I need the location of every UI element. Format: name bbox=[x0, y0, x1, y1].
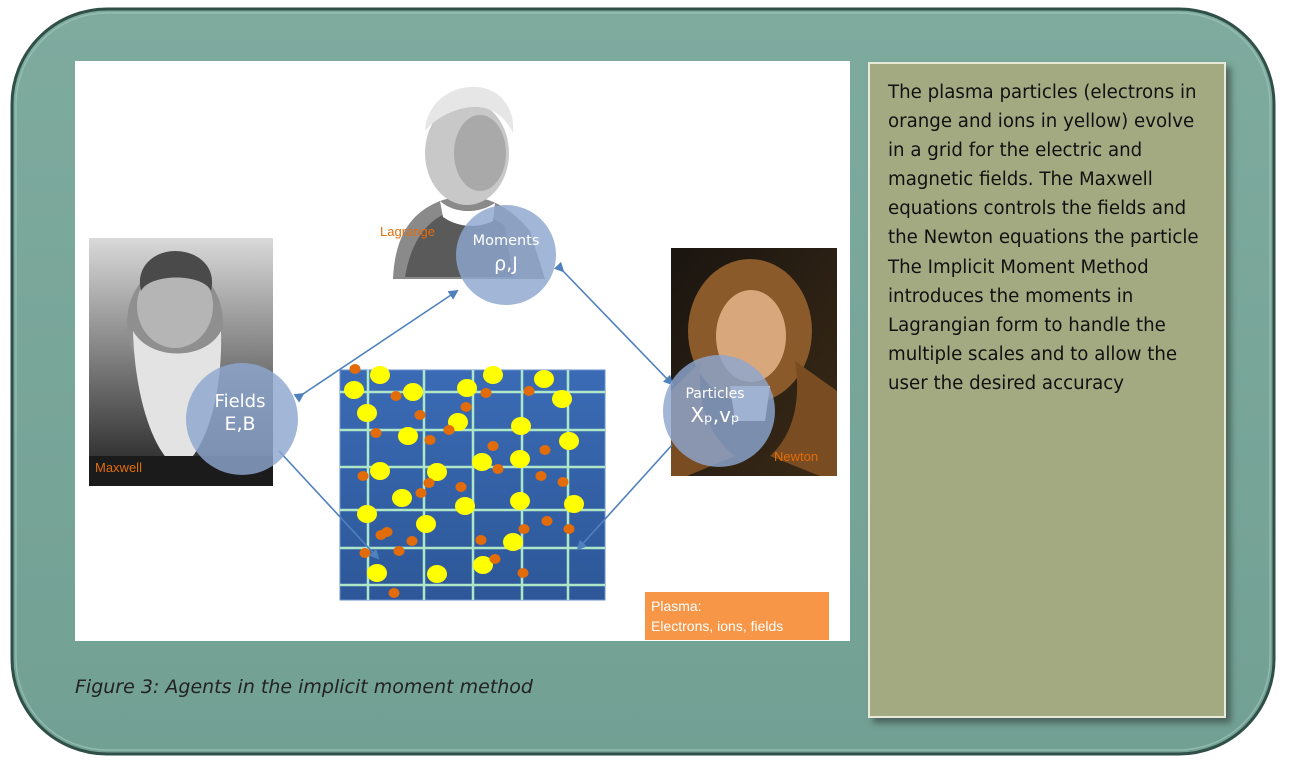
ion-particle bbox=[357, 505, 377, 523]
arrow-moments-particles bbox=[553, 261, 674, 386]
figure-diagram bbox=[89, 83, 837, 601]
ion-particle bbox=[344, 381, 364, 399]
ion-particle bbox=[472, 453, 492, 471]
ion-particle bbox=[398, 427, 418, 445]
particles-title: Particles bbox=[685, 386, 745, 402]
ion-particle bbox=[564, 495, 584, 513]
electron-particle bbox=[563, 524, 575, 534]
electron-particle bbox=[423, 478, 435, 488]
arrow-fields-grid bbox=[278, 450, 380, 560]
ion-particle bbox=[370, 462, 390, 480]
electron-particle bbox=[489, 554, 501, 564]
electron-particle bbox=[523, 386, 535, 396]
ion-particle bbox=[455, 497, 475, 515]
electron-particle bbox=[460, 402, 472, 412]
ion-particle bbox=[510, 450, 530, 468]
electron-particle bbox=[455, 482, 467, 492]
ion-particle bbox=[403, 383, 423, 401]
moments-node-circle bbox=[456, 205, 556, 305]
arrow-particles-grid bbox=[576, 444, 673, 551]
fields-node-circle bbox=[186, 363, 298, 475]
plasma-label-line1: Plasma: bbox=[651, 598, 702, 614]
plasma-particles bbox=[344, 364, 584, 598]
lagrange-label: Lagrange bbox=[380, 224, 435, 239]
ion-particle bbox=[534, 370, 554, 388]
electron-particle bbox=[406, 536, 418, 546]
ion-particle bbox=[510, 492, 530, 510]
plasma-label-box: Plasma: Electrons, ions, fields bbox=[645, 592, 829, 640]
connection-arrows bbox=[278, 261, 674, 560]
electron-particle bbox=[359, 548, 371, 558]
description-text: The plasma particles (electrons in orang… bbox=[888, 82, 1199, 394]
electron-particle bbox=[539, 445, 551, 455]
ion-particle bbox=[416, 515, 436, 533]
electron-particle bbox=[480, 388, 492, 398]
electron-particle bbox=[475, 535, 487, 545]
electron-particle bbox=[375, 530, 387, 540]
ion-particle bbox=[552, 390, 572, 408]
electron-particle bbox=[492, 464, 504, 474]
plasma-label-line2: Electrons, ions, fields bbox=[651, 618, 784, 634]
ion-particle bbox=[511, 417, 531, 435]
electron-particle bbox=[415, 488, 427, 498]
moments-vars: ρ,J bbox=[494, 253, 518, 275]
figure-area: Lagrange Maxwell Newton Moments ρ,J Fiel… bbox=[75, 61, 850, 641]
electron-particle bbox=[414, 410, 426, 420]
ion-particle bbox=[483, 366, 503, 384]
particles-node-circle bbox=[663, 355, 775, 467]
electron-particle bbox=[388, 588, 400, 598]
electron-particle bbox=[370, 428, 382, 438]
moments-title: Moments bbox=[472, 233, 540, 249]
ion-particle bbox=[357, 404, 377, 422]
ion-particle bbox=[367, 564, 387, 582]
ion-particle bbox=[503, 533, 523, 551]
description-panel: The plasma particles (electrons in orang… bbox=[868, 62, 1226, 718]
ion-particle bbox=[427, 463, 447, 481]
electron-particle bbox=[517, 568, 529, 578]
ion-particle bbox=[473, 556, 493, 574]
maxwell-portrait bbox=[89, 238, 273, 486]
ion-particle bbox=[427, 565, 447, 583]
fields-title: Fields bbox=[214, 391, 266, 412]
newton-label: Newton bbox=[774, 449, 819, 464]
electron-particle bbox=[518, 524, 530, 534]
electron-particle bbox=[393, 546, 405, 556]
electron-particle bbox=[390, 391, 402, 401]
ion-particle bbox=[370, 366, 390, 384]
ion-particle bbox=[457, 379, 477, 397]
particles-vars: Xₚ,vₚ bbox=[690, 403, 740, 427]
arrow-fields-moments bbox=[293, 289, 459, 403]
electron-particle bbox=[357, 471, 369, 481]
electron-particle bbox=[443, 425, 455, 435]
electron-particle bbox=[535, 471, 547, 481]
ion-particle bbox=[559, 432, 579, 450]
electron-particle bbox=[541, 516, 553, 526]
ion-particle bbox=[392, 489, 412, 507]
electron-particle bbox=[424, 435, 436, 445]
figure-caption: Figure 3: Agents in the implicit moment … bbox=[75, 676, 533, 698]
maxwell-label: Maxwell bbox=[95, 460, 142, 475]
electron-particle bbox=[487, 441, 499, 451]
fields-vars: E,B bbox=[224, 413, 256, 435]
electron-particle bbox=[349, 364, 361, 374]
electron-particle bbox=[557, 477, 569, 487]
ion-particle bbox=[448, 413, 468, 431]
